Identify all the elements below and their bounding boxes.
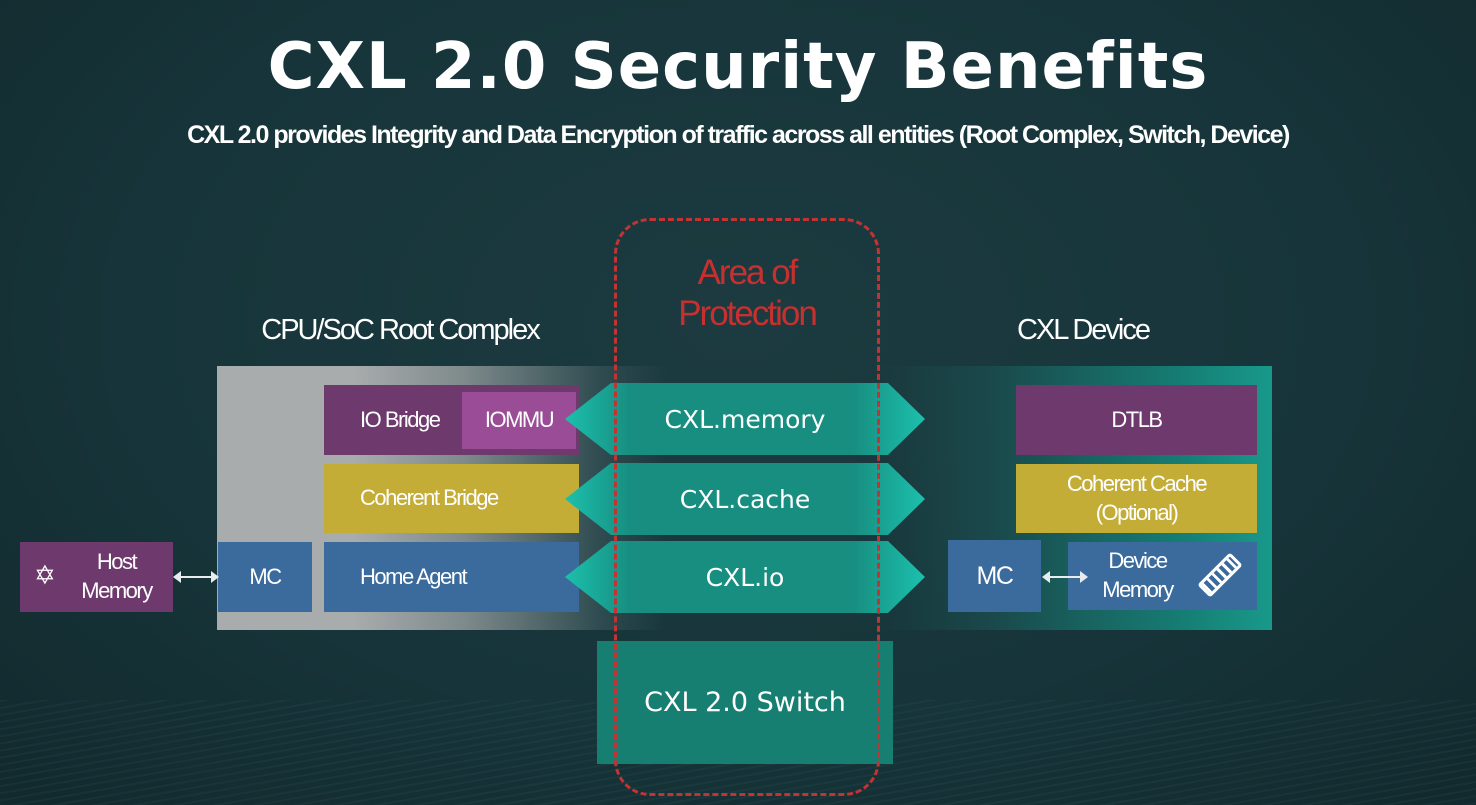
- coherent-bridge-box: Coherent Bridge: [324, 464, 579, 533]
- cxl-memory-label: CXL.memory: [664, 404, 826, 434]
- cxl-io-label: CXL.io: [705, 562, 785, 592]
- home-agent-box: Home Agent: [324, 542, 579, 612]
- host-mc-label: MC: [249, 563, 282, 589]
- protection-boundary: [614, 218, 880, 796]
- device-mc-label: MC: [976, 561, 1014, 590]
- iommu-label: IOMMU: [484, 407, 555, 433]
- cxl-cache-link: CXL.cache: [565, 463, 925, 535]
- host-memory-mc-arrow: [173, 571, 219, 583]
- cxl-cache-label: CXL.cache: [679, 484, 811, 514]
- host-mc-box: MC: [218, 542, 312, 612]
- io-bridge-label: IO Bridge: [360, 406, 441, 432]
- chip-icon: ✡: [34, 560, 56, 590]
- dtlb-box: DTLB: [1016, 385, 1257, 455]
- slide-title: CXL 2.0 Security Benefits: [267, 30, 1209, 104]
- coherent-cache-label: Coherent Cache(Optional): [1066, 470, 1208, 525]
- coherent-cache-box: Coherent Cache(Optional): [1016, 464, 1257, 533]
- host-group-label: CPU/SoC Root Complex: [261, 314, 541, 346]
- home-agent-label: Home Agent: [360, 563, 468, 589]
- iommu-box: IOMMU: [462, 392, 576, 449]
- dtlb-label: DTLB: [1111, 406, 1163, 432]
- memory-module-icon: [1197, 552, 1243, 598]
- device-mc-memory-arrow: [1042, 571, 1088, 583]
- device-group-label: CXL Device: [1016, 314, 1151, 346]
- device-mc-box: MC: [948, 540, 1041, 612]
- cxl-memory-link: CXL.memory: [565, 383, 925, 455]
- coherent-bridge-label: Coherent Bridge: [360, 485, 499, 511]
- slide-subtitle: CXL 2.0 provides Integrity and Data Encr…: [187, 121, 1290, 149]
- cxl-switch-box: CXL 2.0 Switch: [597, 641, 893, 764]
- cxl-switch-label: CXL 2.0 Switch: [644, 687, 846, 718]
- cxl-io-link: CXL.io: [565, 541, 925, 613]
